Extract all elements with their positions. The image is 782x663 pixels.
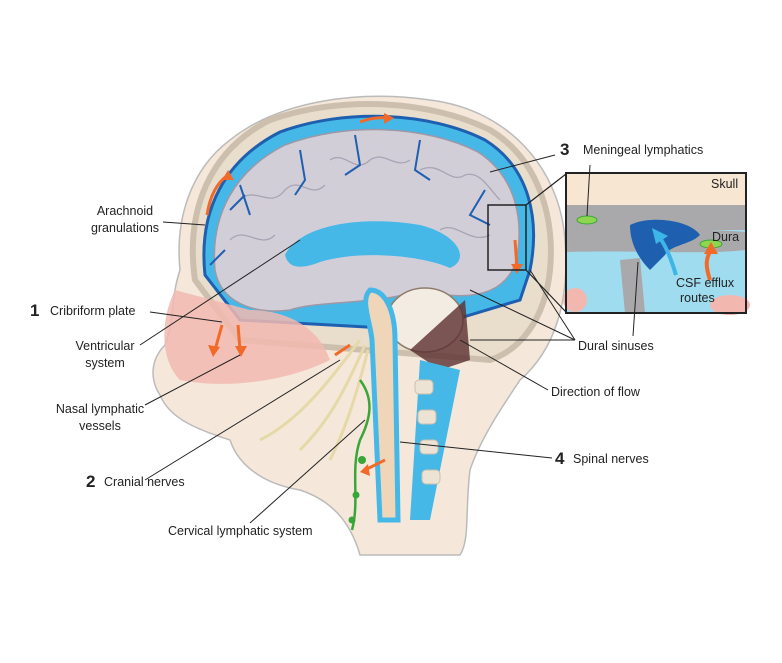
label-spinal-nerves: Spinal nerves bbox=[573, 452, 649, 466]
label-number-4: 4 bbox=[555, 449, 565, 468]
label-arachnoid-granulations: Arachnoid granulations bbox=[80, 203, 170, 237]
inset-detail bbox=[563, 164, 750, 337]
label-line: vessels bbox=[79, 419, 121, 433]
spinal-cord bbox=[363, 287, 401, 523]
label-number-1: 1 bbox=[30, 301, 40, 320]
label-nasal-lymphatic-vessels: Nasal lymphatic vessels bbox=[50, 401, 150, 435]
inset-label-skull: Skull bbox=[711, 177, 739, 191]
label-line: system bbox=[85, 356, 125, 370]
label-line: CSF efflux bbox=[676, 276, 735, 290]
label-direction-of-flow: Direction of flow bbox=[551, 385, 640, 399]
label-cranial-nerves: Cranial nerves bbox=[104, 475, 185, 489]
label-meningeal-lymphatics: Meningeal lymphatics bbox=[583, 143, 704, 157]
cranial-nerves bbox=[259, 339, 370, 461]
label-number-3: 3 bbox=[560, 140, 570, 159]
label-cervical-lymphatic-system: Cervical lymphatic system bbox=[168, 524, 313, 538]
label-ventricular-system: Ventricular system bbox=[65, 338, 145, 372]
label-cribriform-plate: Cribriform plate bbox=[50, 304, 136, 318]
veins bbox=[209, 134, 491, 266]
cervical-lymphatics bbox=[350, 379, 371, 531]
nasal-cavity bbox=[164, 290, 330, 384]
inset-label-csf-efflux-routes: CSF efflux routes bbox=[676, 276, 734, 306]
label-dural-sinuses: Dural sinuses bbox=[578, 339, 654, 353]
leader-lines bbox=[139, 154, 576, 524]
label-line: Arachnoid bbox=[96, 204, 154, 218]
brain bbox=[213, 128, 520, 312]
inset-label-dura: Dura bbox=[712, 230, 740, 244]
arrowheads bbox=[208, 113, 523, 476]
vertebrae bbox=[414, 379, 441, 485]
gyri bbox=[229, 156, 501, 241]
detail-region-box bbox=[487, 204, 527, 271]
label-line: Ventricular bbox=[75, 339, 135, 353]
label-line: Nasal lymphatic bbox=[55, 402, 145, 416]
ventricles bbox=[285, 221, 460, 268]
label-line: granulations bbox=[90, 221, 160, 235]
label-line: routes bbox=[680, 291, 715, 305]
label-number-2: 2 bbox=[86, 472, 96, 491]
